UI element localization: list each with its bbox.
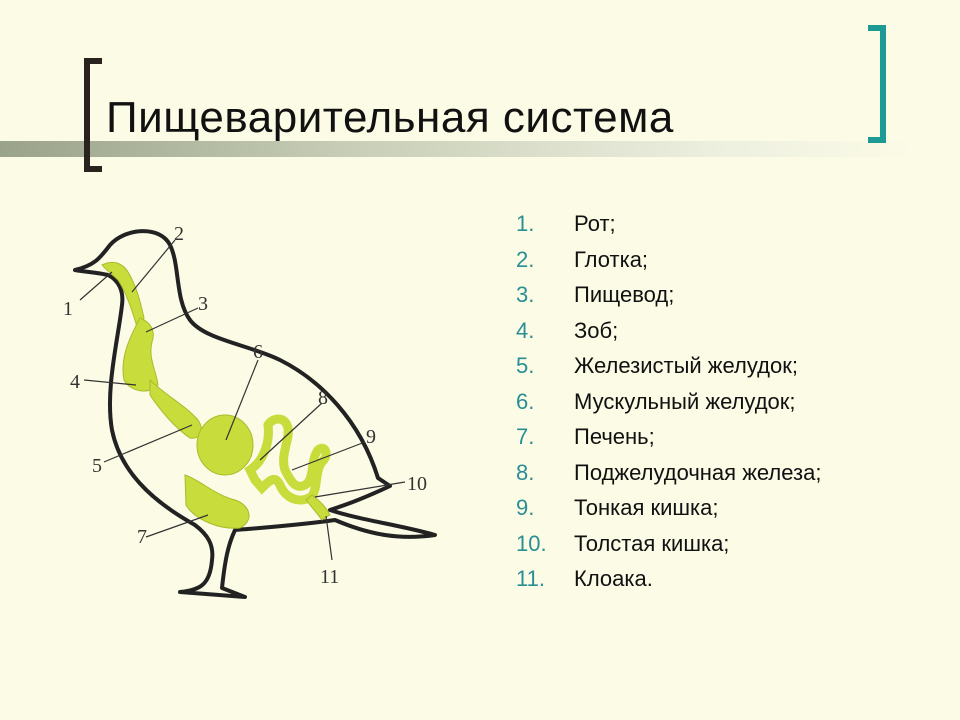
legend-number: 6. xyxy=(516,388,535,414)
legend-label: Рот; xyxy=(574,211,616,236)
legend-label: Тонкая кишка; xyxy=(574,495,719,520)
slide-title: Пищеварительная система xyxy=(106,93,674,142)
diagram-label-11: 11 xyxy=(320,566,339,588)
legend-number: 1. xyxy=(516,211,535,236)
legend-item: 10. Толстая кишка; xyxy=(516,530,821,566)
legend-item: 6. Мускульный желудок; xyxy=(516,388,821,424)
large-intestine-cloaca xyxy=(305,494,331,521)
legend-label: Зоб; xyxy=(574,317,619,343)
gizzard xyxy=(196,414,254,476)
digestive-organs xyxy=(101,261,331,529)
legend-number: 9. xyxy=(516,495,535,520)
legend-item: 11. Клоака. xyxy=(516,565,821,601)
diagram-label-9: 9 xyxy=(366,426,376,448)
legend-number: 2. xyxy=(516,246,535,272)
bird-digestive-diagram: 1 2 3 4 5 6 7 8 9 10 11 xyxy=(63,223,437,599)
legend-label: Мускульный желудок; xyxy=(574,388,796,414)
diagram-label-8: 8 xyxy=(318,387,328,409)
diagram-labels: 1 2 3 4 5 6 7 8 9 10 11 xyxy=(63,223,427,588)
legend-item: 9. Тонкая кишка; xyxy=(516,494,821,530)
right-bracket-decoration xyxy=(868,25,886,143)
diagram-label-2: 2 xyxy=(174,223,184,245)
organ-legend: 1. Рот; 2. Глотка; 3. Пищевод; 4. Зоб; 5. Жел… xyxy=(516,210,821,601)
small-intestine xyxy=(244,414,331,505)
liver xyxy=(184,474,250,529)
legend-label: Глотка; xyxy=(574,246,649,272)
diagram-label-10: 10 xyxy=(407,473,427,495)
legend-label: Толстая кишка; xyxy=(574,530,730,556)
title-underline-bar xyxy=(0,141,912,157)
legend-item: 8. Поджелудочная железа; xyxy=(516,459,821,495)
left-bracket-decoration xyxy=(84,58,102,172)
legend-label: Печень; xyxy=(574,424,655,449)
legend-number: 4. xyxy=(516,317,535,343)
legend-number: 8. xyxy=(516,459,535,485)
leader-lines xyxy=(79,239,406,561)
legend-label: Поджелудочная железа; xyxy=(574,459,822,485)
legend-number: 7. xyxy=(516,424,535,449)
diagram-label-4: 4 xyxy=(70,371,80,393)
diagram-label-7: 7 xyxy=(137,526,147,548)
legend-number: 10. xyxy=(516,530,547,556)
legend-item: 3. Пищевод; xyxy=(516,281,821,317)
legend-item: 7. Печень; xyxy=(516,423,821,459)
crop xyxy=(122,317,159,392)
legend-item: 2. Глотка; xyxy=(516,246,821,282)
diagram-label-1: 1 xyxy=(63,298,73,320)
legend-number: 5. xyxy=(516,353,535,378)
legend-label: Железистый желудок; xyxy=(574,353,798,378)
legend-number: 11. xyxy=(516,566,545,591)
legend-item: 4. Зоб; xyxy=(516,317,821,353)
legend-number: 3. xyxy=(516,282,535,307)
legend-label: Клоака. xyxy=(574,566,653,591)
diagram-label-3: 3 xyxy=(198,293,208,315)
diagram-label-6: 6 xyxy=(253,341,263,363)
legend-label: Пищевод; xyxy=(574,282,675,307)
legend-item: 1. Рот; xyxy=(516,210,821,246)
legend-item: 5. Железистый желудок; xyxy=(516,352,821,388)
diagram-label-5: 5 xyxy=(92,455,102,477)
